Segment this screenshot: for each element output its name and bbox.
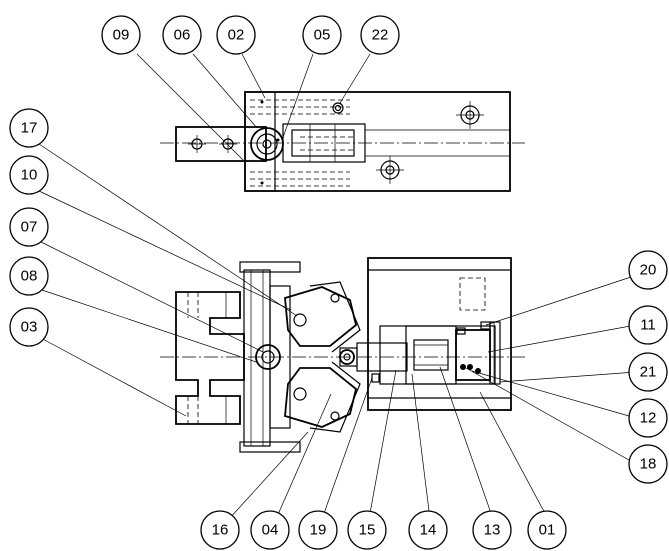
svg-text:13: 13 xyxy=(484,522,501,539)
balloon-21: 21 xyxy=(628,352,668,392)
balloon-05: 05 xyxy=(302,15,342,55)
svg-text:19: 19 xyxy=(310,522,327,539)
lever-10 xyxy=(309,281,361,353)
balloon-19: 19 xyxy=(298,510,338,550)
top-arm xyxy=(175,126,267,162)
balloon-14: 14 xyxy=(408,510,448,550)
balloon-04: 04 xyxy=(250,510,290,550)
piston xyxy=(413,339,449,371)
bearing-block-08 xyxy=(243,269,271,447)
top-bracket xyxy=(244,91,276,192)
jaw-03 xyxy=(175,291,245,425)
front-view xyxy=(160,257,525,453)
body-01 xyxy=(367,257,512,411)
svg-text:04: 04 xyxy=(262,522,279,539)
svg-text:20: 20 xyxy=(640,262,657,279)
balloons: 09 06 02 05 22 17 10 07 08 03 16 04 19 1… xyxy=(9,15,668,550)
svg-text:22: 22 xyxy=(372,27,389,44)
balloon-20: 20 xyxy=(628,250,668,290)
svg-text:07: 07 xyxy=(21,219,38,236)
svg-text:14: 14 xyxy=(420,522,437,539)
balloon-16: 16 xyxy=(200,510,240,550)
svg-text:16: 16 xyxy=(212,522,229,539)
leader-lines xyxy=(38,53,637,520)
svg-text:21: 21 xyxy=(640,364,657,381)
svg-text:17: 17 xyxy=(21,120,38,137)
balloon-10: 10 xyxy=(9,155,49,195)
balloon-07: 07 xyxy=(9,207,49,247)
balloon-13: 13 xyxy=(472,510,512,550)
balloon-18: 18 xyxy=(628,444,668,484)
balloon-17: 17 xyxy=(9,108,49,148)
balloon-09: 09 xyxy=(101,15,141,55)
svg-text:10: 10 xyxy=(21,167,38,184)
balloon-22: 22 xyxy=(360,15,400,55)
balloon-06: 06 xyxy=(162,15,202,55)
svg-text:02: 02 xyxy=(228,27,245,44)
balloon-08: 08 xyxy=(9,256,49,296)
balloon-11: 11 xyxy=(628,305,668,345)
balloon-15: 15 xyxy=(347,510,387,550)
svg-text:08: 08 xyxy=(21,268,38,285)
svg-text:15: 15 xyxy=(359,522,376,539)
svg-text:05: 05 xyxy=(314,27,331,44)
top-roller xyxy=(250,127,284,161)
cylinder-13 xyxy=(379,325,496,385)
lever-16 xyxy=(309,361,361,433)
top-view xyxy=(160,91,525,192)
balloon-03: 03 xyxy=(9,307,49,347)
svg-text:06: 06 xyxy=(174,27,191,44)
svg-text:09: 09 xyxy=(113,27,130,44)
lever-17 xyxy=(284,286,358,347)
lever-04 xyxy=(284,367,358,428)
roller-07 xyxy=(255,344,281,370)
svg-text:03: 03 xyxy=(21,319,38,336)
end-cap-11 xyxy=(455,329,491,381)
svg-text:11: 11 xyxy=(640,317,656,334)
pin-19 xyxy=(339,349,355,365)
svg-text:12: 12 xyxy=(640,410,657,427)
balloon-01: 01 xyxy=(527,510,567,550)
balloon-12: 12 xyxy=(628,398,668,438)
balloon-02: 02 xyxy=(216,15,256,55)
svg-text:18: 18 xyxy=(640,456,657,473)
svg-text:01: 01 xyxy=(539,522,556,539)
